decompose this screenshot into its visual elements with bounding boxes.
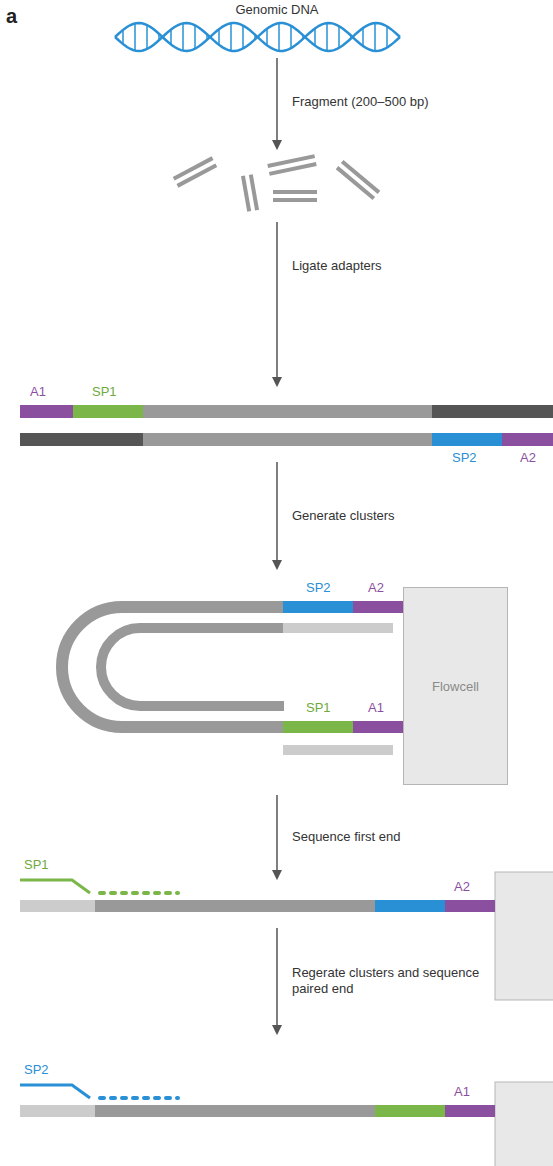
primer-label: SP1: [24, 857, 49, 873]
adapter-label: A1: [30, 384, 46, 400]
bridge-cluster: [62, 601, 403, 755]
step-label: Ligate adapters: [292, 258, 497, 274]
primer-label: SP1: [92, 384, 117, 400]
adapter-label: A2: [454, 879, 470, 895]
adapter-label: A2: [520, 450, 536, 466]
primer-label: SP2: [24, 1062, 49, 1078]
panel-label: a: [6, 4, 17, 28]
primer-label: SP2: [452, 450, 477, 466]
adapter-label: A1: [454, 1084, 470, 1100]
ligated-fragment: [20, 405, 553, 446]
adapter-label: A1: [368, 700, 384, 716]
step-label: Generate clusters: [292, 508, 497, 524]
step-arrows: [276, 58, 278, 1033]
flowcell-box: Flowcell: [403, 587, 508, 785]
primer-label: SP2: [306, 580, 331, 596]
adapter-label: A2: [368, 580, 384, 596]
step-label: Regerate clusters and sequence paired en…: [292, 965, 497, 996]
read-two: [20, 1082, 553, 1166]
node-text: Flowcell: [428, 675, 483, 698]
dna-helix: [115, 23, 400, 51]
primer-label: SP1: [306, 700, 331, 716]
title-label: Genomic DNA: [235, 2, 318, 18]
read-one: [20, 872, 553, 1000]
step-label: Sequence first end: [292, 829, 497, 845]
dna-fragments: [174, 156, 379, 211]
step-label: Fragment (200–500 bp): [292, 94, 497, 110]
